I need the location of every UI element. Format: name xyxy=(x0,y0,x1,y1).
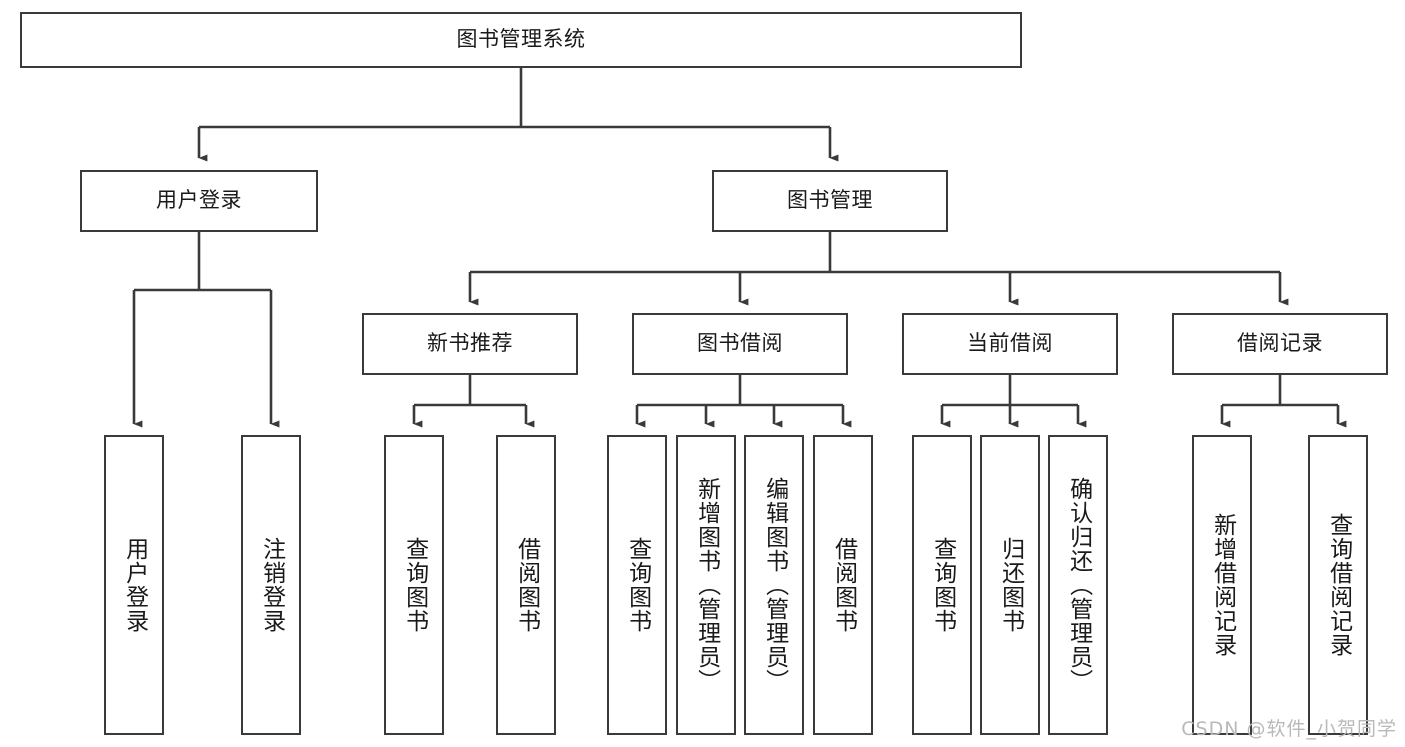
node-label: 确认归还（管理员） xyxy=(1065,477,1092,693)
leaf-query-borrow-record[interactable]: 查询借阅记录 xyxy=(1308,435,1368,735)
leaf-add-book-admin[interactable]: 新增图书（管理员） xyxy=(676,435,736,735)
node-label: 图书管理 xyxy=(787,188,873,213)
node-label: 编辑图书（管理员） xyxy=(761,477,788,693)
node-label: 新书推荐 xyxy=(427,331,513,356)
node-label: 查询图书 xyxy=(929,537,956,633)
node-label: 图书借阅 xyxy=(697,331,783,356)
leaf-borrow-book[interactable]: 借阅图书 xyxy=(813,435,873,735)
node-label: 归还图书 xyxy=(997,537,1024,633)
node-label: 查询图书 xyxy=(401,537,428,633)
node-label: 借阅图书 xyxy=(513,537,540,633)
leaf-borrow-book-recommend[interactable]: 借阅图书 xyxy=(496,435,556,735)
leaf-return-book[interactable]: 归还图书 xyxy=(980,435,1040,735)
node-user-login[interactable]: 用户登录 xyxy=(80,170,318,232)
node-book-borrow[interactable]: 图书借阅 xyxy=(632,313,848,375)
leaf-query-book-borrow[interactable]: 查询图书 xyxy=(607,435,667,735)
node-root-system[interactable]: 图书管理系统 xyxy=(20,12,1022,68)
node-label: 新增借阅记录 xyxy=(1209,513,1236,657)
node-label: 借阅记录 xyxy=(1237,331,1323,356)
node-label: 用户登录 xyxy=(156,188,242,213)
leaf-edit-book-admin[interactable]: 编辑图书（管理员） xyxy=(744,435,804,735)
watermark-text: CSDN @软件_小贺同学 xyxy=(1181,718,1397,740)
node-label: 查询借阅记录 xyxy=(1325,513,1352,657)
leaf-user-login[interactable]: 用户登录 xyxy=(104,435,164,735)
node-current-borrow[interactable]: 当前借阅 xyxy=(902,313,1118,375)
node-label: 当前借阅 xyxy=(967,331,1053,356)
node-label: 用户登录 xyxy=(121,537,148,633)
leaf-confirm-return-admin[interactable]: 确认归还（管理员） xyxy=(1048,435,1108,735)
node-borrow-record[interactable]: 借阅记录 xyxy=(1172,313,1388,375)
node-label: 图书管理系统 xyxy=(456,27,586,52)
node-label: 新增图书（管理员） xyxy=(693,477,720,693)
node-label: 查询图书 xyxy=(624,537,651,633)
node-new-book-recommend[interactable]: 新书推荐 xyxy=(362,313,578,375)
node-book-management[interactable]: 图书管理 xyxy=(712,170,948,232)
leaf-query-book-recommend[interactable]: 查询图书 xyxy=(384,435,444,735)
node-label: 注销登录 xyxy=(258,537,285,633)
node-label: 借阅图书 xyxy=(830,537,857,633)
leaf-query-book-current[interactable]: 查询图书 xyxy=(912,435,972,735)
leaf-add-borrow-record[interactable]: 新增借阅记录 xyxy=(1192,435,1252,735)
leaf-logout[interactable]: 注销登录 xyxy=(241,435,301,735)
